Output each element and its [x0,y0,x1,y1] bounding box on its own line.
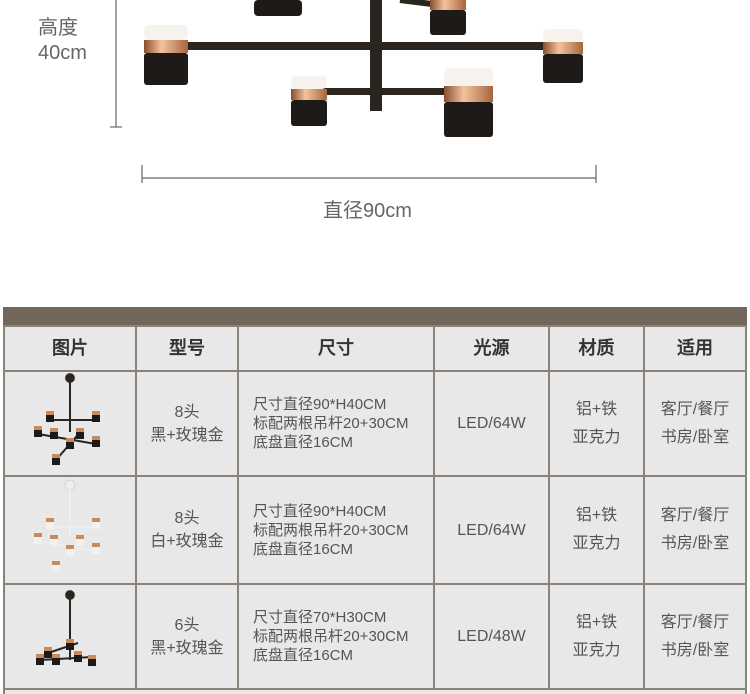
usage-line: 客厅/餐厅 [660,507,730,524]
material-cell: 铝+铁亚克力 [548,370,645,477]
model-line: 白+玫瑰金 [150,533,224,550]
table-header-bar [3,307,747,326]
diameter-dimension-line [141,165,597,183]
size-line: 底盘直径16CM [253,434,354,451]
size-line: 尺寸直径70*H30CM [253,609,387,626]
model-line: 8头 [174,403,200,421]
product-image [20,589,120,685]
product-image [20,479,120,579]
usage-line: 书房/卧室 [660,535,730,552]
material-line: 亚克力 [572,641,621,659]
size-line: 底盘直径16CM [253,647,354,664]
size-line: 底盘直径16CM [253,540,354,558]
model-cell: 6头黑+玫瑰金 [135,583,239,690]
header-usage: 适用 [643,325,747,372]
product-image [20,372,120,472]
size-line: 尺寸直径90*H40CM [253,396,387,413]
chandelier-dimension-illustration [110,0,597,183]
header-light: 光源 [433,325,550,372]
header-material: 材质 [548,325,645,372]
size-cell: 尺寸直径90*H40CM 标配两根吊杆20+30CM 底盘直径16CM [237,370,435,477]
model-line: 黑+玫瑰金 [150,639,224,657]
header-size: 尺寸 [237,325,435,372]
usage-line: 客厅/餐厅 [660,613,730,631]
model-line: 黑+玫瑰金 [150,426,224,444]
header-image: 图片 [3,325,137,372]
usage-line: 书房/卧室 [660,641,730,659]
material-line: 铝+铁 [575,507,618,524]
next-table-row [3,688,747,694]
light-cell: LED/48W [433,583,550,690]
chandelier-image [144,0,583,137]
usage-cell: 客厅/餐厅书房/卧室 [643,583,747,690]
header-model: 型号 [135,325,239,372]
model-cell: 8头白+玫瑰金 [135,475,239,585]
size-line: 标配两根吊杆20+30CM [253,521,409,539]
usage-line: 书房/卧室 [660,428,730,446]
light-cell: LED/64W [433,475,550,585]
usage-cell: 客厅/餐厅书房/卧室 [643,475,747,585]
material-line: 铝+铁 [575,613,618,631]
height-value: 40cm [38,42,87,64]
product-image-cell [3,583,137,690]
material-cell: 铝+铁亚克力 [548,475,645,585]
material-line: 亚克力 [572,535,621,552]
height-dimension-line [110,0,122,128]
material-line: 亚克力 [572,428,621,446]
size-line: 标配两根吊杆20+30CM [253,628,409,645]
size-line: 标配两根吊杆20+30CM [253,415,409,432]
model-line: 8头 [174,510,200,527]
height-label: 高度 [38,17,78,39]
usage-cell: 客厅/餐厅书房/卧室 [643,370,747,477]
light-cell: LED/64W [433,370,550,477]
usage-line: 客厅/餐厅 [660,400,730,418]
size-line: 尺寸直径90*H40CM [253,502,387,520]
model-line: 6头 [174,616,200,634]
material-cell: 铝+铁亚克力 [548,583,645,690]
product-image-cell [3,370,137,477]
product-image-cell [3,475,137,585]
size-cell: 尺寸直径70*H30CM 标配两根吊杆20+30CM 底盘直径16CM [237,583,435,690]
table-header-row: 图片 型号 尺寸 光源 材质 适用 [3,325,747,372]
model-cell: 8头黑+玫瑰金 [135,370,239,477]
material-line: 铝+铁 [575,400,618,418]
diameter-label: 直径90cm [323,200,412,222]
